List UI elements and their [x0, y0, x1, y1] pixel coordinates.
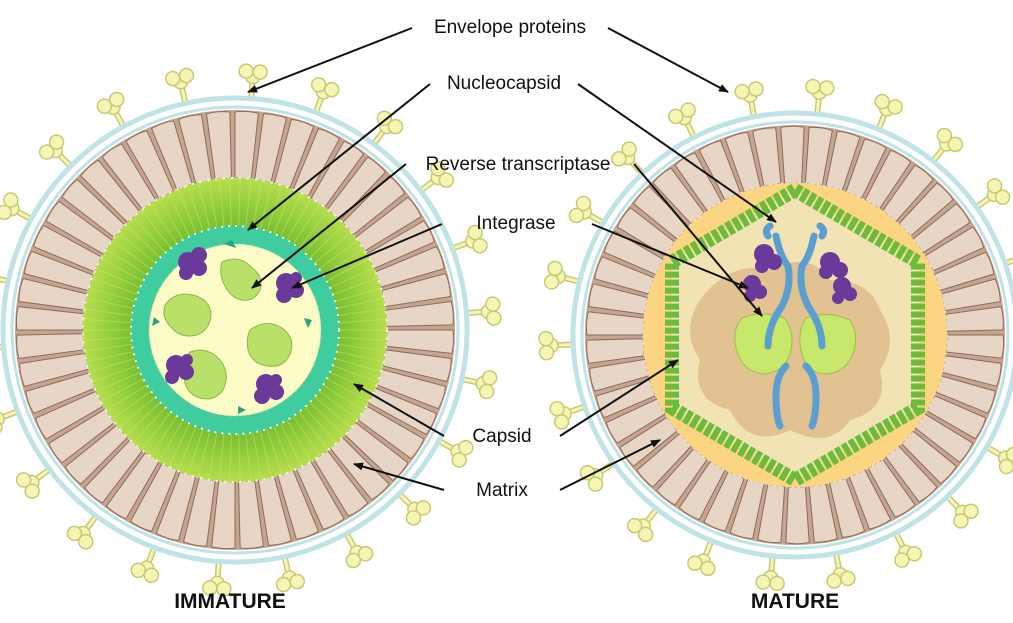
- immature-envelope-protein: [67, 514, 97, 548]
- mature-envelope-protein: [827, 551, 855, 588]
- immature-core-lobe-right: [247, 323, 291, 366]
- immature-envelope-protein: [373, 111, 403, 145]
- mature-envelope-protein: [539, 332, 575, 360]
- mature-envelope-protein: [735, 82, 763, 119]
- immature-envelope-protein: [277, 555, 305, 592]
- mature-envelope-protein: [875, 95, 902, 132]
- label-envelope-proteins: Envelope proteins: [434, 17, 586, 38]
- mature-envelope-protein: [545, 261, 582, 289]
- immature-envelope-protein: [17, 468, 51, 498]
- immature-envelope-protein: [166, 68, 194, 105]
- mature-envelope-protein: [895, 531, 921, 567]
- label-reverse-transcriptase: Reverse transcriptase: [426, 154, 611, 175]
- mature-envelope-protein: [975, 179, 1010, 208]
- label-matrix: Matrix: [476, 480, 528, 501]
- mature-envelope-protein: [688, 539, 715, 576]
- label-integrase: Integrase: [476, 213, 555, 234]
- immature-envelope-protein: [464, 297, 500, 325]
- mature-envelope-protein: [806, 80, 834, 117]
- caption-immature: IMMATURE: [174, 590, 286, 613]
- immature-envelope-protein: [312, 78, 339, 115]
- immature-envelope-protein: [131, 546, 158, 583]
- mature-matrix-segment: [786, 487, 809, 544]
- immature-envelope-protein: [40, 135, 72, 167]
- immature-virion: [0, 64, 501, 596]
- mature-envelope-protein: [569, 196, 605, 224]
- mature-envelope-protein: [628, 507, 659, 541]
- immature-envelope-protein: [97, 92, 124, 128]
- immature-envelope-protein: [460, 371, 497, 399]
- mature-envelope-protein: [550, 402, 587, 429]
- mature-matrix-segment: [781, 126, 804, 183]
- label-nucleocapsid: Nucleocapsid: [447, 73, 561, 94]
- mature-envelope-protein: [932, 129, 963, 163]
- arrow-envelope-right: [608, 28, 728, 92]
- mature-envelope-protein: [946, 495, 978, 528]
- mature-envelope-protein: [985, 446, 1013, 474]
- caption-mature: MATURE: [751, 590, 839, 613]
- immature-envelope-protein: [398, 492, 430, 524]
- immature-envelope-protein: [437, 440, 473, 467]
- label-capsid: Capsid: [472, 426, 531, 447]
- mature-envelope-protein: [756, 554, 784, 591]
- immature-envelope-protein: [346, 532, 373, 568]
- immature-envelope-protein: [0, 193, 33, 220]
- immature-envelope-protein: [239, 64, 267, 100]
- mature-envelope-protein: [669, 103, 695, 139]
